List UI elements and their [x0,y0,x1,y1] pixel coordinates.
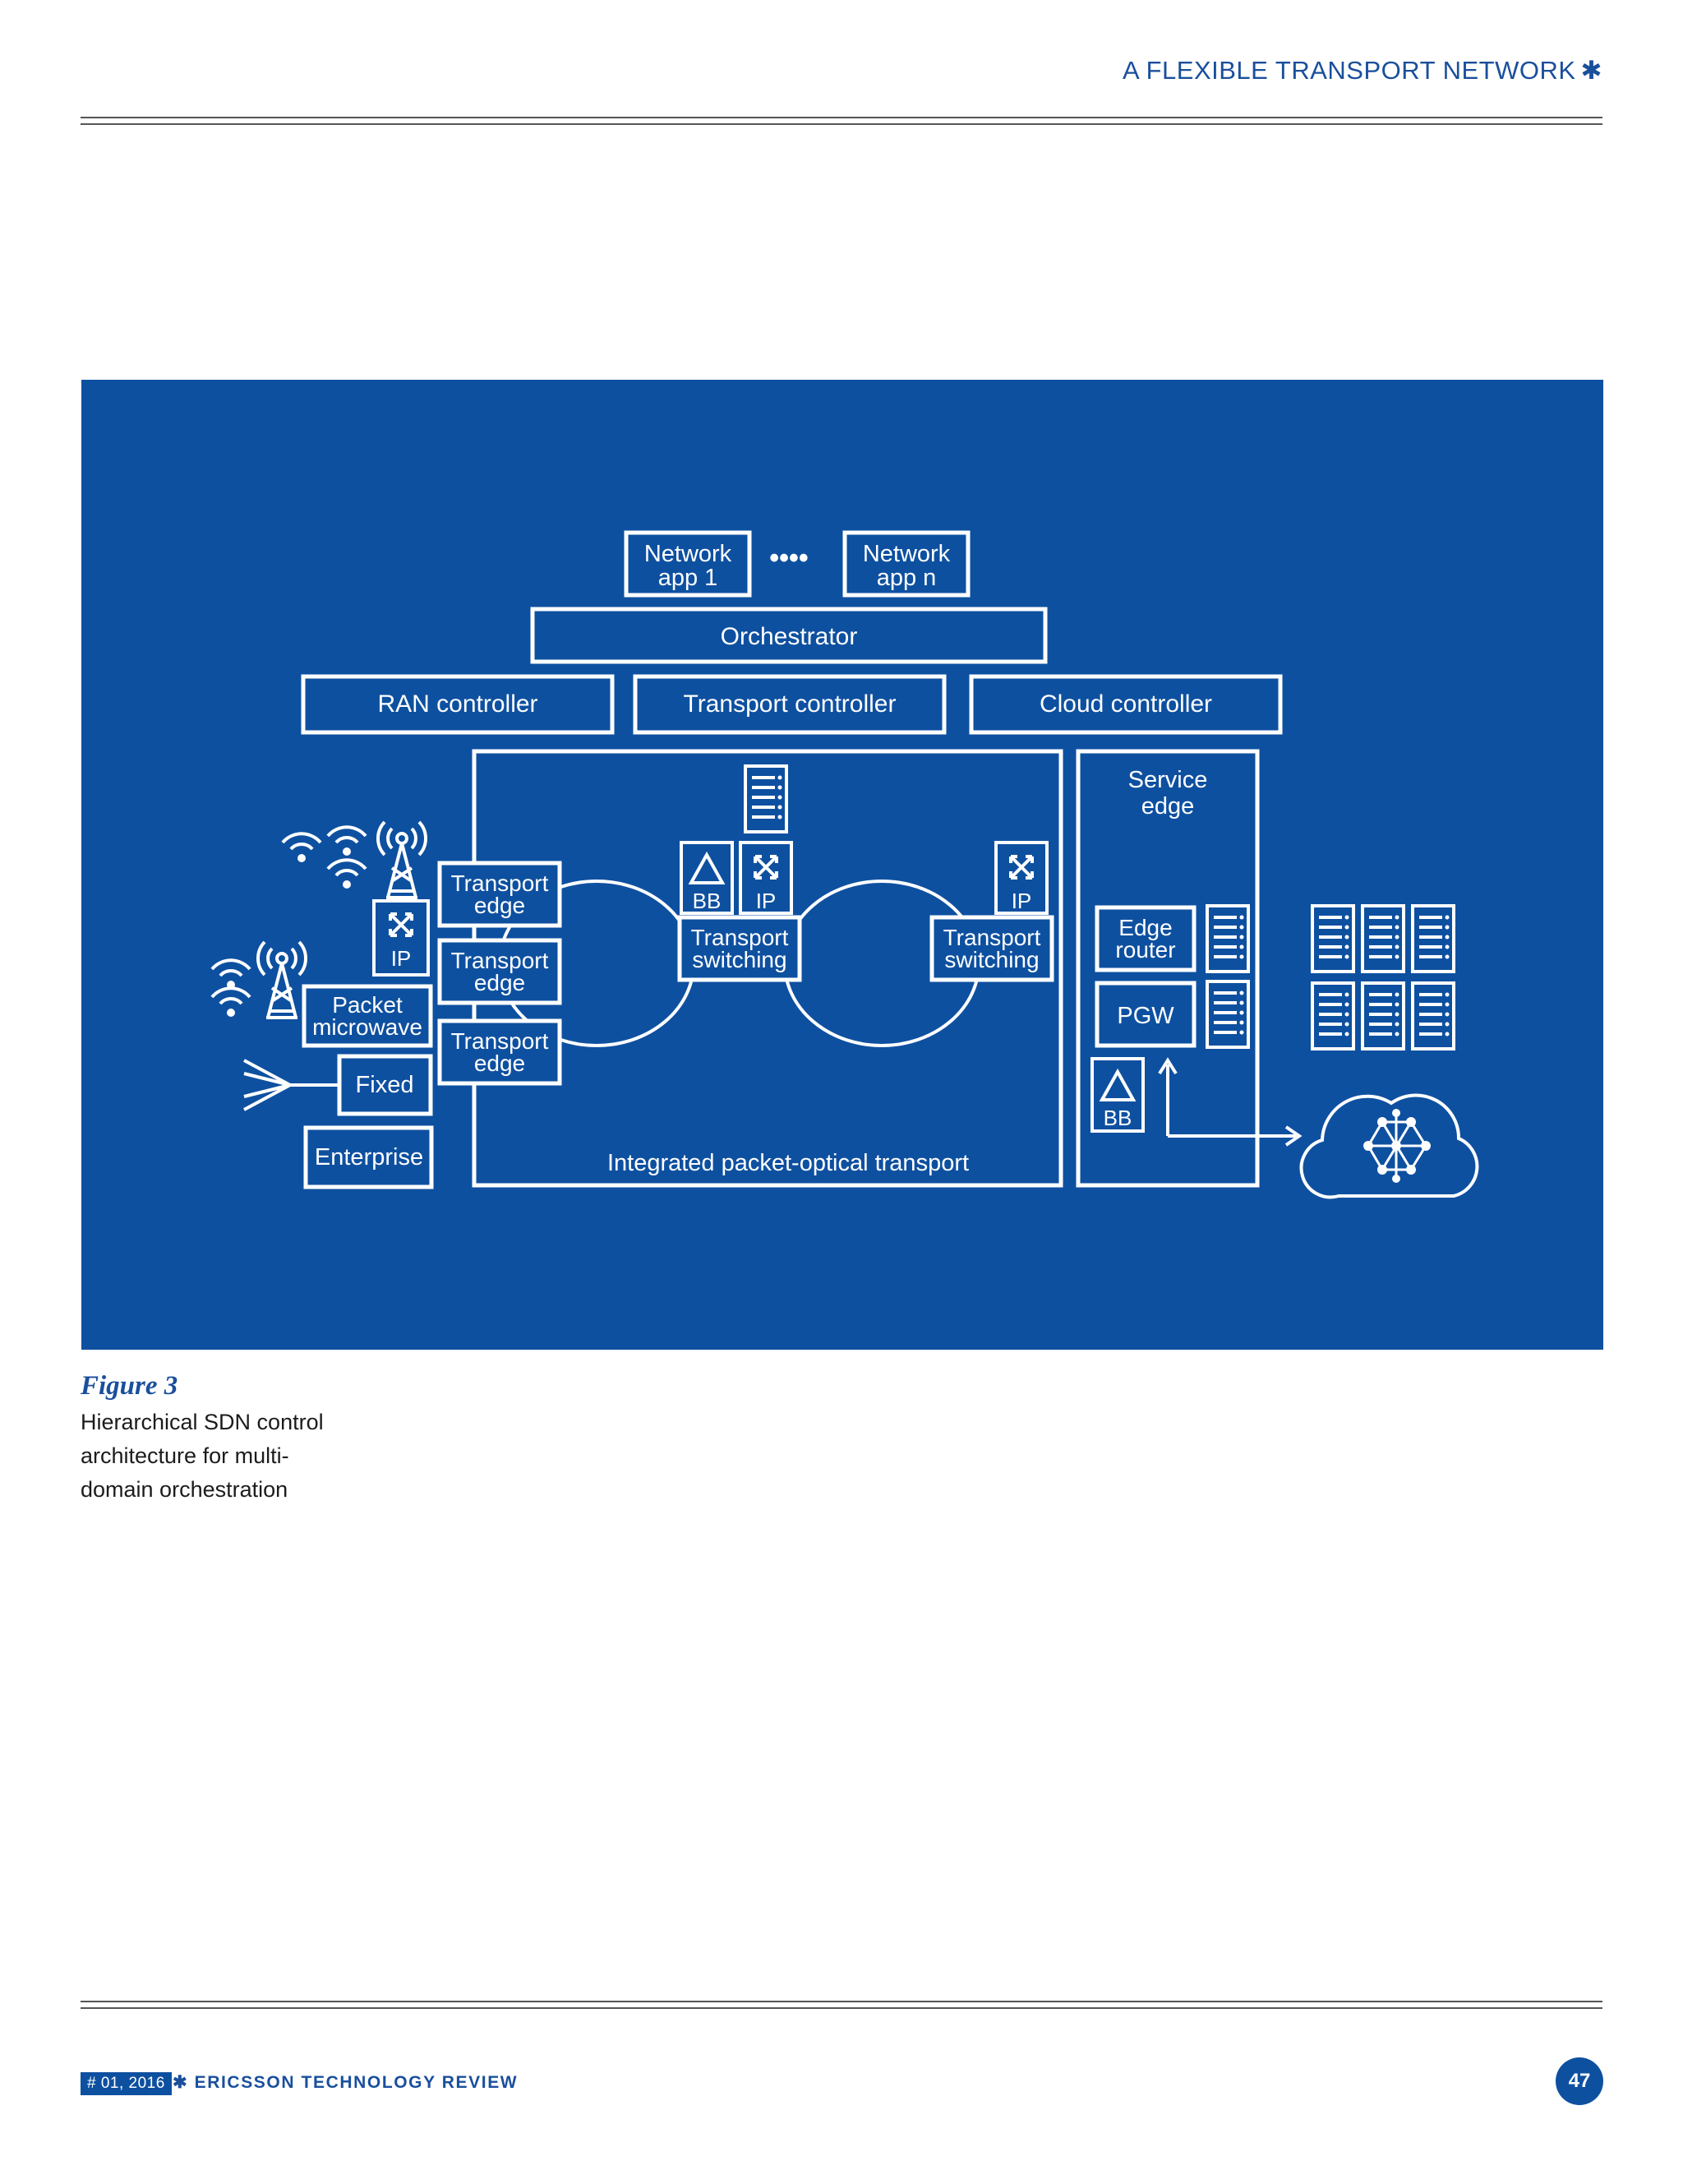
network-app-1-line2: app 1 [658,565,718,591]
network-app-n-line2: app n [877,565,937,591]
enterprise-box: Enterprise [303,1125,434,1189]
ip-box-center: IP [739,841,793,915]
transport-edge-2: Transport edge [437,938,562,1005]
cell-tower-icon [256,940,307,1019]
datacenter-server-icon [1361,981,1405,1050]
bb-triangle-icon [688,851,726,884]
ip-router-icon [389,912,413,937]
integrated-transport-label: Integrated packet-optical transport [607,1150,969,1176]
orchestrator-label: Orchestrator [721,623,858,650]
edge-router-line2: router [1115,937,1175,963]
transport-edge-line1: Transport [451,870,549,896]
packet-microwave-line1: Packet [332,992,403,1018]
ip-box-left: IP [372,899,430,977]
transport-switching-right: Transport switching [929,915,1054,982]
running-header: A FLEXIBLE TRANSPORT NETWORK✱ [1123,56,1602,85]
datacenter-server-icon [1311,904,1355,973]
network-app-n-line1: Network [863,541,951,567]
ran-controller-box: RAN controller [301,674,615,735]
transport-switching-line2: switching [944,947,1039,972]
bb-label-center: BB [693,889,722,913]
network-app-n-box: Network app n [842,530,971,598]
ip-router-icon [1009,855,1034,880]
datacenter-server-icon [1361,904,1405,973]
ip-box-right: IP [994,841,1049,915]
transport-edge-line1: Transport [451,948,549,973]
datacenter-server-icon [1411,904,1455,973]
cloud-link-arrow [1158,1057,1303,1147]
transport-edge-line2: edge [474,1050,525,1076]
wifi-icon [326,825,367,857]
transport-switching-line1: Transport [943,925,1041,950]
transport-edge-3: Transport edge [437,1018,562,1086]
network-app-1-box: Network app 1 [624,530,752,598]
service-edge-box [1076,749,1260,1188]
central-server-icon [744,764,788,833]
ip-router-icon [754,855,778,880]
cell-tower-icon [376,820,427,899]
ip-label-center: IP [756,889,777,913]
ip-label-left: IP [391,946,412,971]
fixed-label: Fixed [356,1072,414,1098]
bb-label-service: BB [1104,1106,1132,1130]
network-app-1-line1: Network [644,541,732,567]
datacenter-server-icon [1411,981,1455,1050]
bb-box-service: BB [1090,1057,1145,1133]
transport-controller-box: Transport controller [633,674,947,735]
transport-switching-line2: switching [692,947,786,972]
edge-router-line1: Edge [1118,915,1172,940]
ericsson-star-icon: ✱ [1580,56,1602,85]
transport-edge-line1: Transport [451,1028,549,1054]
figure-panel: Network app 1 •••• Network app n Orchest… [81,380,1603,1350]
edge-router-box: Edge router [1095,905,1197,972]
cloud-controller-label: Cloud controller [1040,690,1212,718]
server-icon [1206,980,1250,1049]
footer-rule [81,2001,1602,2009]
server-icon [1206,904,1250,973]
service-edge-line2: edge [1141,793,1195,820]
bb-box-center: BB [680,841,734,915]
fiber-icon [243,1059,339,1111]
transport-edge-line2: edge [474,893,525,918]
wifi-icon [210,986,251,1018]
bb-triangle-icon [1099,1068,1137,1101]
packet-microwave-box: Packet microwave [302,984,433,1048]
pgw-label: PGW [1117,1003,1174,1029]
transport-switching-center: Transport switching [677,915,802,982]
enterprise-label: Enterprise [315,1144,423,1170]
header-rule [81,117,1602,125]
wifi-icon [281,832,322,864]
packet-microwave-line2: microwave [312,1014,422,1040]
sdn-architecture-diagram: Network app 1 •••• Network app n Orchest… [210,530,1479,1199]
service-edge-line1: Service [1128,767,1208,793]
transport-edge-line2: edge [474,970,525,995]
transport-edge-1: Transport edge [437,861,562,928]
issue-badge: # 01, 2016 [81,2072,172,2095]
apps-ellipsis: •••• [769,543,809,574]
running-header-text: A FLEXIBLE TRANSPORT NETWORK [1123,56,1576,85]
cloud-icon [1299,1093,1479,1199]
wifi-icon [210,958,251,990]
datacenter-server-icon [1311,981,1355,1050]
figure-label: Figure 3 [81,1371,178,1401]
page-number: 47 [1556,2057,1603,2105]
publication-name: ✱ ERICSSON TECHNOLOGY REVIEW [173,2073,519,2092]
figure-caption: Hierarchical SDN control architecture fo… [81,1410,324,1502]
transport-switching-line1: Transport [691,925,789,950]
fixed-box: Fixed [337,1054,433,1116]
cloud-controller-box: Cloud controller [969,674,1283,735]
orchestrator-box: Orchestrator [530,607,1048,664]
ran-controller-label: RAN controller [377,690,537,718]
ip-label-right: IP [1012,889,1032,913]
wifi-icon [326,858,367,890]
pgw-box: PGW [1095,981,1197,1048]
transport-controller-label: Transport controller [684,690,897,718]
